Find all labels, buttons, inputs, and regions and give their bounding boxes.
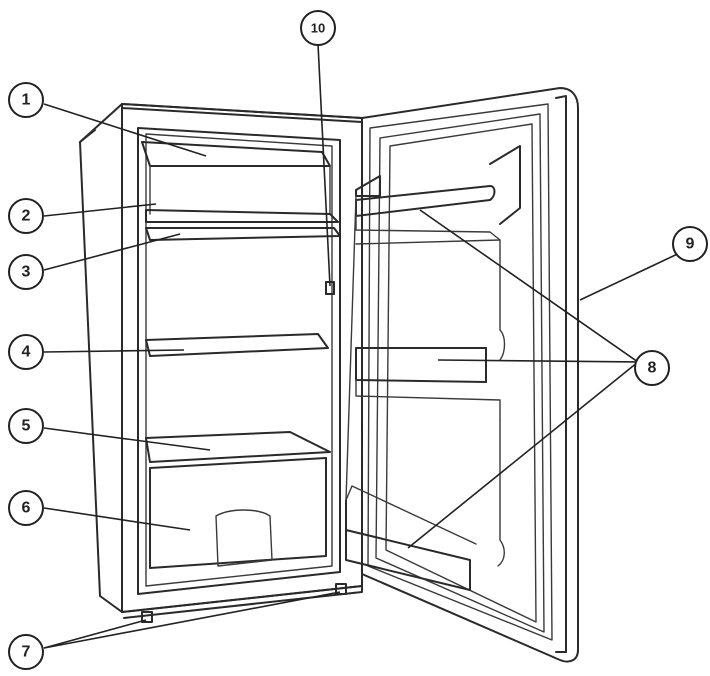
callout-5: 5	[8, 408, 44, 444]
callout-2: 2	[8, 198, 44, 234]
callout-5-label: 5	[22, 418, 31, 435]
freezer-compartment	[141, 141, 331, 215]
leader-8c	[407, 361, 639, 549]
leader-8b	[437, 359, 639, 363]
leader-7b	[43, 591, 341, 649]
leader-5	[43, 427, 211, 451]
crisper-drawer	[149, 457, 327, 569]
callout-6: 6	[8, 490, 44, 526]
foot-right	[335, 583, 347, 595]
shelf-upper	[145, 227, 341, 241]
leader-1	[43, 103, 207, 157]
callout-10: 10	[300, 10, 336, 46]
callout-3: 3	[8, 254, 44, 290]
crisper-cover	[145, 431, 331, 463]
leader-lines	[43, 43, 687, 649]
callout-9-label: 9	[686, 236, 695, 253]
callout-6-label: 6	[22, 500, 31, 517]
callout-3-label: 3	[22, 264, 31, 281]
fridge-cabinet	[79, 103, 363, 623]
callout-4: 4	[8, 334, 44, 370]
fridge-door	[345, 87, 579, 663]
callout-10-label: 10	[311, 21, 325, 36]
callout-8-label: 8	[648, 360, 657, 377]
leader-3	[43, 233, 181, 271]
callout-1-label: 1	[22, 92, 31, 109]
foot-left	[141, 611, 153, 623]
leader-4	[43, 349, 185, 353]
callout-7: 7	[8, 634, 44, 670]
leader-6	[43, 507, 191, 531]
callout-7-label: 7	[22, 644, 31, 661]
leader-10	[317, 43, 331, 287]
leader-8a	[419, 209, 639, 363]
drip-tray	[145, 209, 339, 223]
callout-1: 1	[8, 82, 44, 118]
shelf-middle	[145, 333, 329, 357]
callout-8: 8	[634, 350, 670, 386]
leader-9	[579, 249, 687, 301]
callout-4-label: 4	[22, 344, 31, 361]
callout-2-label: 2	[22, 208, 31, 225]
leader-2	[43, 203, 157, 217]
leader-7a	[43, 619, 147, 649]
callout-9: 9	[672, 226, 708, 262]
